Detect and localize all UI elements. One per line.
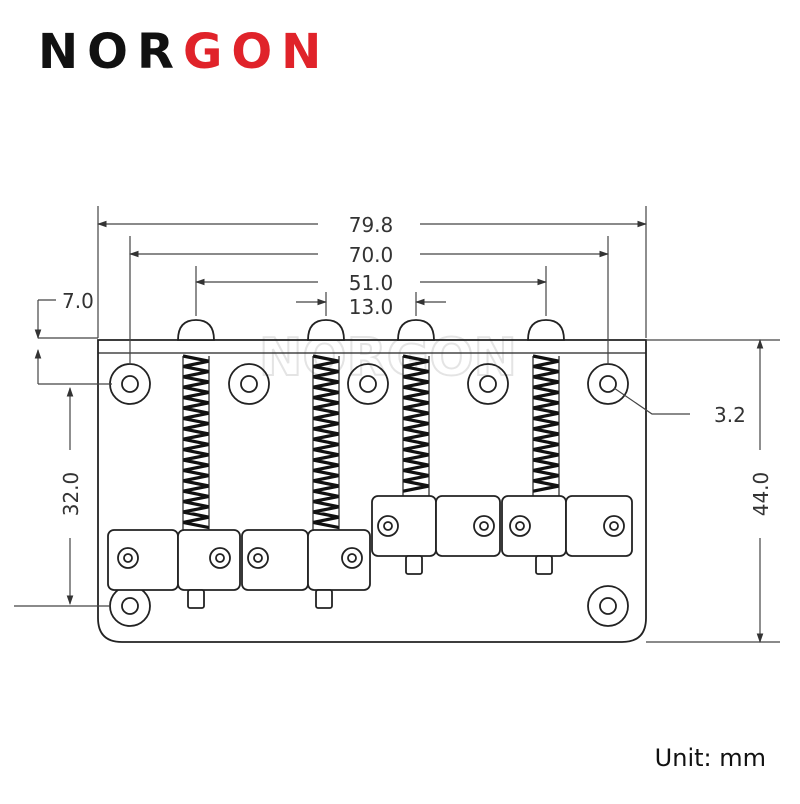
baseplate bbox=[97, 339, 647, 643]
dim-top-offset: 7.0 bbox=[62, 289, 94, 313]
mount-hole bbox=[467, 363, 509, 405]
brand-logo: NORGON bbox=[38, 28, 330, 76]
mount-hole bbox=[347, 363, 389, 405]
spring bbox=[532, 354, 560, 496]
spring bbox=[402, 354, 430, 496]
dimension-lines bbox=[14, 206, 780, 643]
unit-label: Unit: mm bbox=[654, 744, 766, 772]
saddle bbox=[501, 495, 633, 575]
spring bbox=[182, 354, 210, 530]
dim-string-spacing: 13.0 bbox=[349, 295, 394, 319]
brand-logo-part1: NOR bbox=[38, 24, 183, 80]
saddle bbox=[241, 529, 371, 609]
dim-hole-vertical: 32.0 bbox=[59, 472, 83, 517]
saddle bbox=[371, 495, 501, 575]
brand-logo-part2: GON bbox=[182, 24, 331, 80]
dim-hole-diameter: 3.2 bbox=[714, 403, 746, 427]
saddles bbox=[107, 495, 633, 609]
dim-overall-height: 44.0 bbox=[749, 472, 773, 517]
screw-heads bbox=[177, 319, 565, 341]
mount-hole bbox=[228, 363, 270, 405]
springs bbox=[182, 354, 560, 530]
mount-hole bbox=[587, 363, 629, 405]
dim-string-span: 51.0 bbox=[349, 271, 394, 295]
saddle bbox=[107, 529, 241, 609]
dim-hole-span: 70.0 bbox=[349, 243, 394, 267]
mount-hole bbox=[109, 363, 151, 405]
mount-hole bbox=[587, 585, 629, 627]
mount-hole bbox=[109, 585, 151, 627]
spring bbox=[312, 354, 340, 530]
dim-overall-width: 79.8 bbox=[349, 213, 394, 237]
